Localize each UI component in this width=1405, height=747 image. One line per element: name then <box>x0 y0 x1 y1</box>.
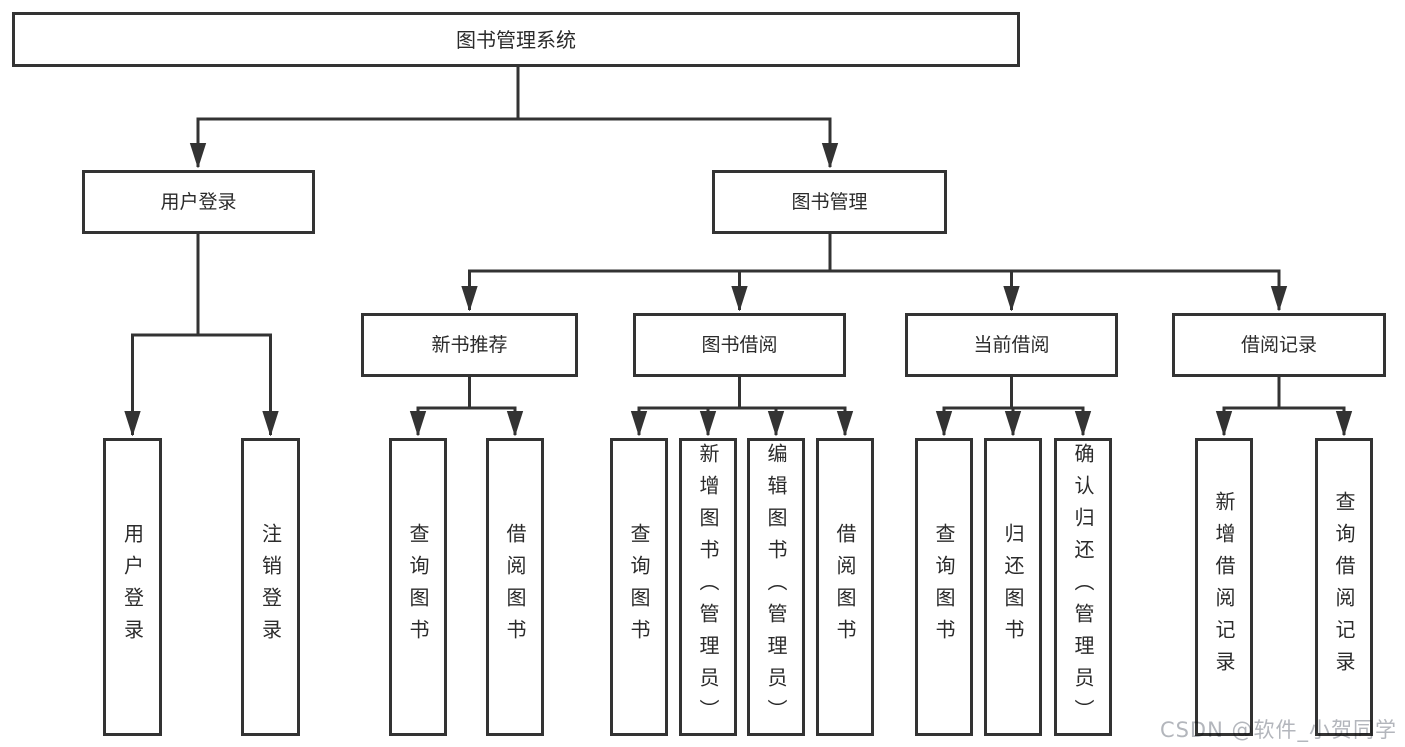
node-root: 图书管理系统 <box>12 12 1020 67</box>
node-new-book-rec: 新书推荐 <box>361 313 578 377</box>
node-book-mgmt-label: 图书管理 <box>791 190 868 213</box>
leaf-add-record-label: 新增借阅记录 <box>1212 491 1236 683</box>
leaf-query-book-borrow: 查询图书 <box>610 438 668 736</box>
node-book-mgmt: 图书管理 <box>712 170 947 234</box>
leaf-query-book-rec-label: 查询图书 <box>406 523 430 651</box>
leaf-borrow-book-borrow-label: 借阅图书 <box>833 523 857 651</box>
leaf-borrow-book-borrow: 借阅图书 <box>816 438 874 736</box>
node-root-label: 图书管理系统 <box>456 27 576 52</box>
leaf-logout: 注销登录 <box>241 438 300 736</box>
node-book-borrow: 图书借阅 <box>633 313 846 377</box>
leaf-user-login: 用户登录 <box>103 438 162 736</box>
leaf-add-record: 新增借阅记录 <box>1195 438 1253 736</box>
leaf-query-book-borrow-label: 查询图书 <box>627 523 651 651</box>
node-current-borrow: 当前借阅 <box>905 313 1118 377</box>
leaf-user-login-label: 用户登录 <box>120 523 145 651</box>
leaf-query-book-current-label: 查询图书 <box>932 523 956 651</box>
leaf-confirm-return: 确认归还（管理员） <box>1054 438 1112 736</box>
leaf-edit-book-label: 编辑图书（管理员） <box>764 443 788 731</box>
leaf-return-book-label: 归还图书 <box>1001 523 1025 651</box>
leaf-query-book-rec: 查询图书 <box>389 438 447 736</box>
leaf-logout-label: 注销登录 <box>258 523 283 651</box>
csdn-watermark: CSDN @软件_小贺同学 <box>1159 718 1397 742</box>
leaf-query-record: 查询借阅记录 <box>1315 438 1373 736</box>
node-borrow-records: 借阅记录 <box>1172 313 1386 377</box>
node-user-login-label: 用户登录 <box>160 190 237 213</box>
leaf-borrow-book-rec-label: 借阅图书 <box>503 523 527 651</box>
node-user-login: 用户登录 <box>82 170 315 234</box>
leaf-query-record-label: 查询借阅记录 <box>1332 491 1356 683</box>
leaf-query-book-current: 查询图书 <box>915 438 973 736</box>
node-borrow-records-label: 借阅记录 <box>1240 333 1317 356</box>
leaf-edit-book: 编辑图书（管理员） <box>747 438 805 736</box>
leaf-return-book: 归还图书 <box>984 438 1042 736</box>
leaf-add-book-label: 新增图书（管理员） <box>696 443 720 731</box>
node-new-book-rec-label: 新书推荐 <box>431 333 508 356</box>
node-current-borrow-label: 当前借阅 <box>973 333 1050 356</box>
leaf-confirm-return-label: 确认归还（管理员） <box>1071 443 1095 731</box>
node-book-borrow-label: 图书借阅 <box>701 333 778 356</box>
leaf-borrow-book-rec: 借阅图书 <box>486 438 544 736</box>
leaf-add-book: 新增图书（管理员） <box>679 438 737 736</box>
